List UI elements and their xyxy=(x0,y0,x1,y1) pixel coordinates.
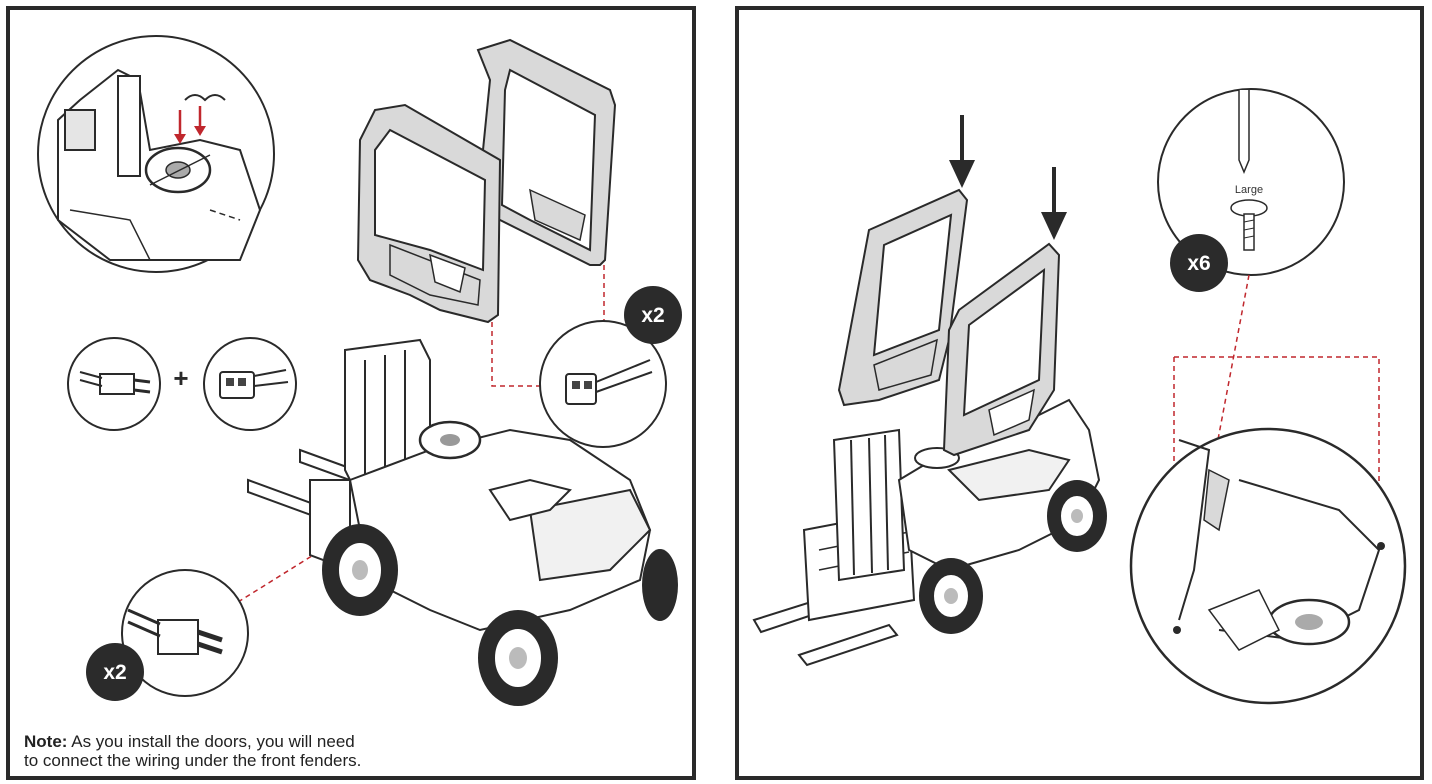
door-left-install xyxy=(837,188,969,407)
connector-detail-circle-bottom xyxy=(121,569,249,697)
badge-x2-top: x2 xyxy=(624,286,682,344)
door-front xyxy=(356,103,502,324)
badge-x2-bottom-text: x2 xyxy=(103,661,126,684)
badge-x2-bottom: x2 xyxy=(86,643,144,701)
female-connector-circle xyxy=(203,337,297,431)
door-rear xyxy=(476,38,617,266)
male-connector-circle xyxy=(67,337,161,431)
interior-detail-circle xyxy=(1129,427,1407,705)
badge-x6: x6 xyxy=(1170,234,1228,292)
forklift-body-right xyxy=(752,398,1107,667)
screw-detail-circle: Large xyxy=(1157,88,1345,276)
screw-size-label: Large xyxy=(1235,184,1263,196)
badge-x6-text: x6 xyxy=(1187,252,1210,275)
note-line-1: As you install the doors, you will need xyxy=(71,732,355,751)
plus-symbol: + xyxy=(173,363,188,393)
right-illustration: Large x6 xyxy=(752,88,1407,705)
note-text: Note: As you install the doors, you will… xyxy=(24,732,361,770)
forklift-body-left xyxy=(247,338,678,706)
note-line-2: to connect the wiring under the front fe… xyxy=(24,751,362,770)
instruction-panel-right: Large x6 xyxy=(735,6,1424,780)
badge-x2-top-text: x2 xyxy=(641,304,664,327)
steering-wheel-detail-circle xyxy=(37,35,275,273)
door-right-install xyxy=(942,242,1061,457)
down-arrow-icon-right xyxy=(1041,167,1067,240)
left-illustration: x2 + xyxy=(37,35,682,706)
note-label: Note: xyxy=(24,732,68,751)
connector-detail-circle-top xyxy=(539,320,667,448)
down-arrow-icon-left xyxy=(949,115,975,188)
instruction-panel-left: x2 + xyxy=(6,6,696,780)
